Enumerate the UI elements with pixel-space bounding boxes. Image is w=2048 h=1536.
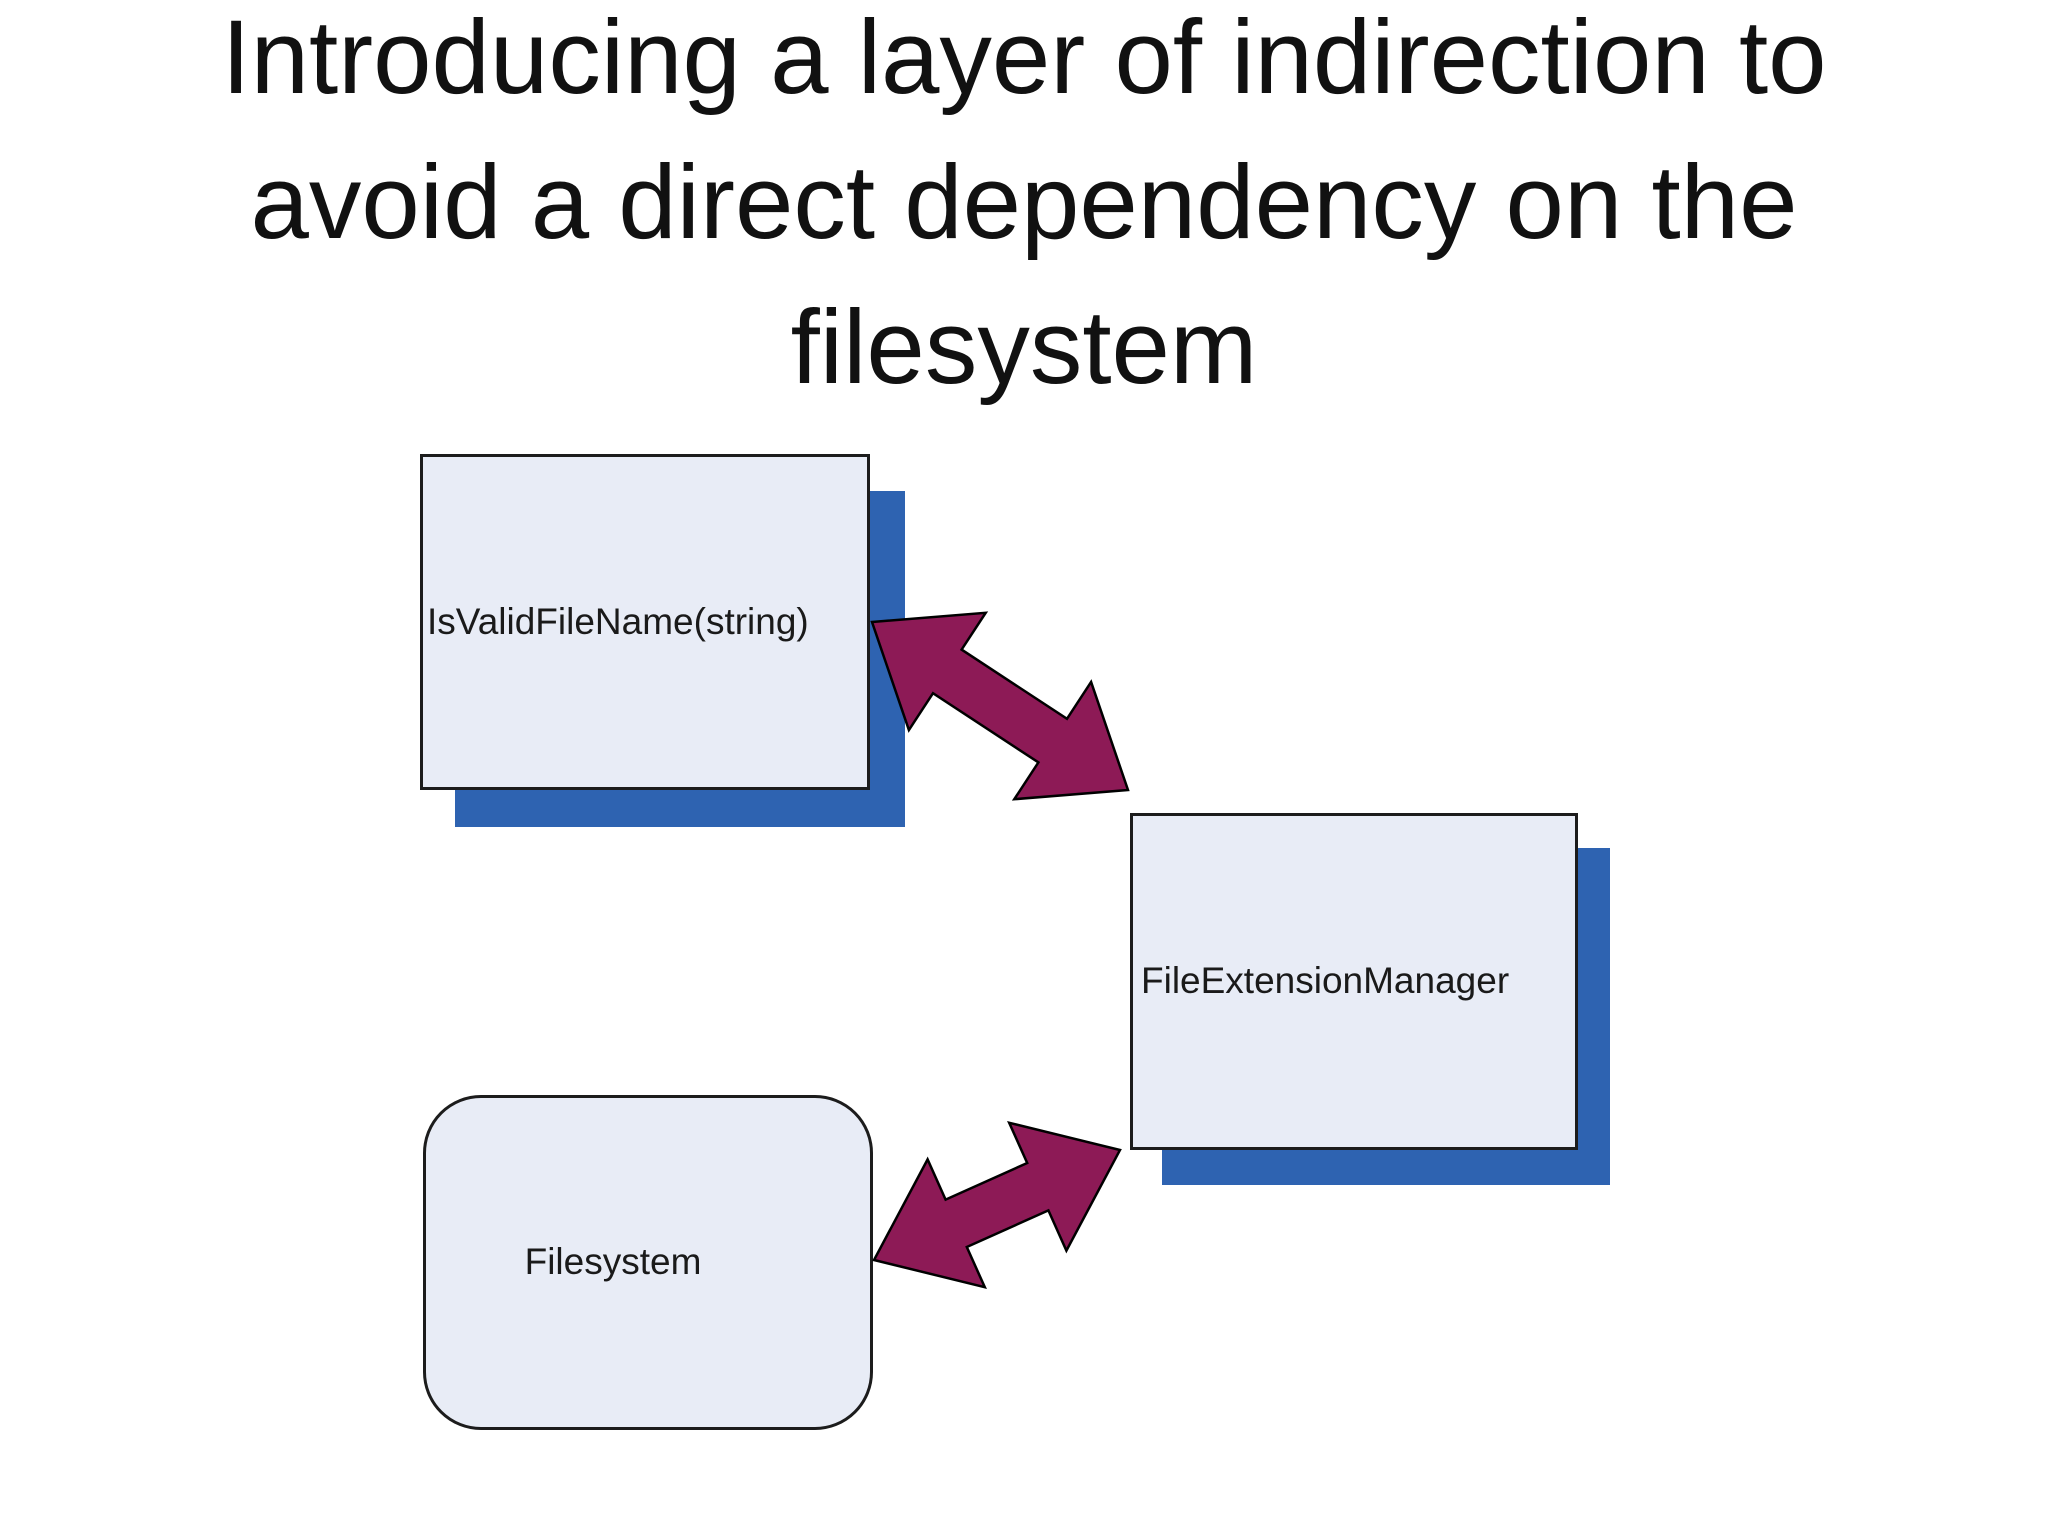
node-label: FileExtensionManager (1141, 960, 1510, 1002)
slide-title: Introducing a layer of indirection to av… (0, 0, 2048, 421)
title-line-3: filesystem (790, 288, 1258, 406)
double-headed-arrow-isvalidfilename-fileextensionmanager (870, 611, 1130, 801)
node-label: IsValidFileName(string) (427, 600, 809, 642)
node-isvalidfilename: IsValidFileName(string) (420, 454, 870, 790)
double-headed-arrow-filesystem-fileextensionmanager (872, 1120, 1122, 1290)
title-line-1: Introducing a layer of indirection to (221, 0, 1827, 116)
node-filesystem: Filesystem (423, 1095, 873, 1430)
node-label: Filesystem (524, 1241, 702, 1283)
title-line-2: avoid a direct dependency on the (250, 143, 1798, 261)
node-fileextensionmanager: FileExtensionManager (1130, 813, 1578, 1150)
